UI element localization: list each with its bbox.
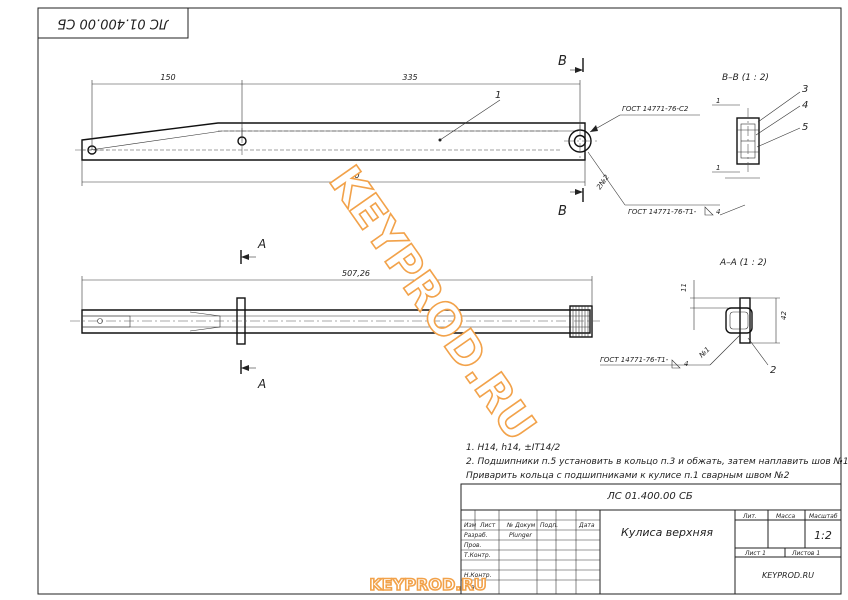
weld-gost-c2: ГОСТ 14771-76-С2 (622, 105, 689, 113)
dim-335: 335 (402, 73, 417, 82)
note-3: Приварить кольца с подшипниками к кулисе… (466, 471, 790, 481)
tb-scale-value: 1:2 (814, 529, 832, 542)
section-b-top: B (558, 54, 567, 69)
watermark-bottom: KEYPROD.RU (369, 575, 486, 594)
callout-4: 4 (802, 100, 808, 111)
section-a-top: A (257, 237, 266, 251)
weld-gost-t1-top: ГОСТ 14771-76-Т1- (628, 208, 697, 216)
weld-leg-top: 4 (716, 208, 720, 216)
tb-lit: Лит. (742, 513, 757, 520)
tb-doc: № Докум (506, 522, 536, 529)
tb-prov: Пров. (464, 542, 482, 549)
tb-company: KEYPROD.RU (762, 571, 814, 580)
section-a-bottom: A (257, 377, 266, 391)
weld-label-n3: №1 (697, 345, 712, 360)
tb-izm: Изм (464, 522, 477, 529)
sheet-frame (37, 7, 842, 595)
weld-gost-t1-aa: ГОСТ 14771-76-Т1- (600, 356, 669, 364)
tb-razrab: Разраб. (464, 532, 488, 539)
dim-11: 11 (680, 283, 688, 292)
callout-5: 5 (802, 122, 808, 133)
tb-sheet: Лист 1 (744, 550, 766, 557)
dim-150: 150 (160, 73, 175, 82)
view-bb-label: B–B (1 : 2) (722, 73, 769, 83)
tb-date: Дата (578, 522, 595, 529)
tb-tkontr: Т.Контр. (464, 552, 491, 559)
watermark-diagonal: KEYPROD.RU (319, 157, 546, 450)
tb-nkontr: Н.Контр. (464, 572, 492, 579)
tb-sign: Подп. (540, 522, 558, 529)
tb-mass: Масса (776, 513, 795, 520)
tb-sheets: Листов 1 (791, 550, 820, 557)
rotated-code: ЛС 01.400.00 СБ (57, 16, 169, 31)
view-aa-label: A–A (1 : 2) (719, 258, 767, 268)
section-b-bottom: B (558, 204, 567, 219)
section-a-a: A–A (1 : 2) 11 42 2 №1 ГОСТ 14771-76-Т1-… (600, 258, 788, 376)
technical-notes: 1. Н14, h14, ±IT14/2 2. Подшипники п.5 у… (466, 443, 848, 481)
tb-scale-h: Масштаб (809, 513, 838, 520)
weld-leg-aa: 4 (684, 360, 688, 368)
tb-razrab-name: Plunger (509, 532, 532, 539)
top-view: 150 335 500 B B 1 ГОСТ 14771-76-С2 2№2 Г… (75, 54, 746, 219)
section-b-b: B–B (1 : 2) 1 1 3 4 5 (712, 73, 808, 179)
dim-500: 500 (344, 171, 359, 180)
dim-42: 42 (780, 311, 788, 320)
bottom-view: 507,26 A A (70, 237, 600, 391)
callout-1: 1 (495, 90, 501, 101)
tb-code: ЛС 01.400.00 СБ (606, 491, 693, 502)
tb-title: Кулиса верхняя (621, 526, 713, 539)
note-2: 2. Подшипники п.5 установить в кольцо п.… (466, 457, 848, 467)
tb-utv: Утв. (464, 584, 477, 591)
rotated-code-box: ЛС 01.400.00 СБ (37, 7, 189, 39)
tb-list: Лист (479, 522, 496, 529)
dim-507: 507,26 (342, 269, 370, 278)
dim-1a: 1 (716, 97, 720, 105)
title-block: Изм Лист № Докум Подп. Дата Разраб. Plun… (460, 483, 842, 595)
note-1: 1. Н14, h14, ±IT14/2 (466, 443, 560, 453)
callout-3: 3 (802, 84, 808, 95)
dim-1b: 1 (716, 164, 720, 172)
callout-2: 2 (770, 365, 776, 376)
